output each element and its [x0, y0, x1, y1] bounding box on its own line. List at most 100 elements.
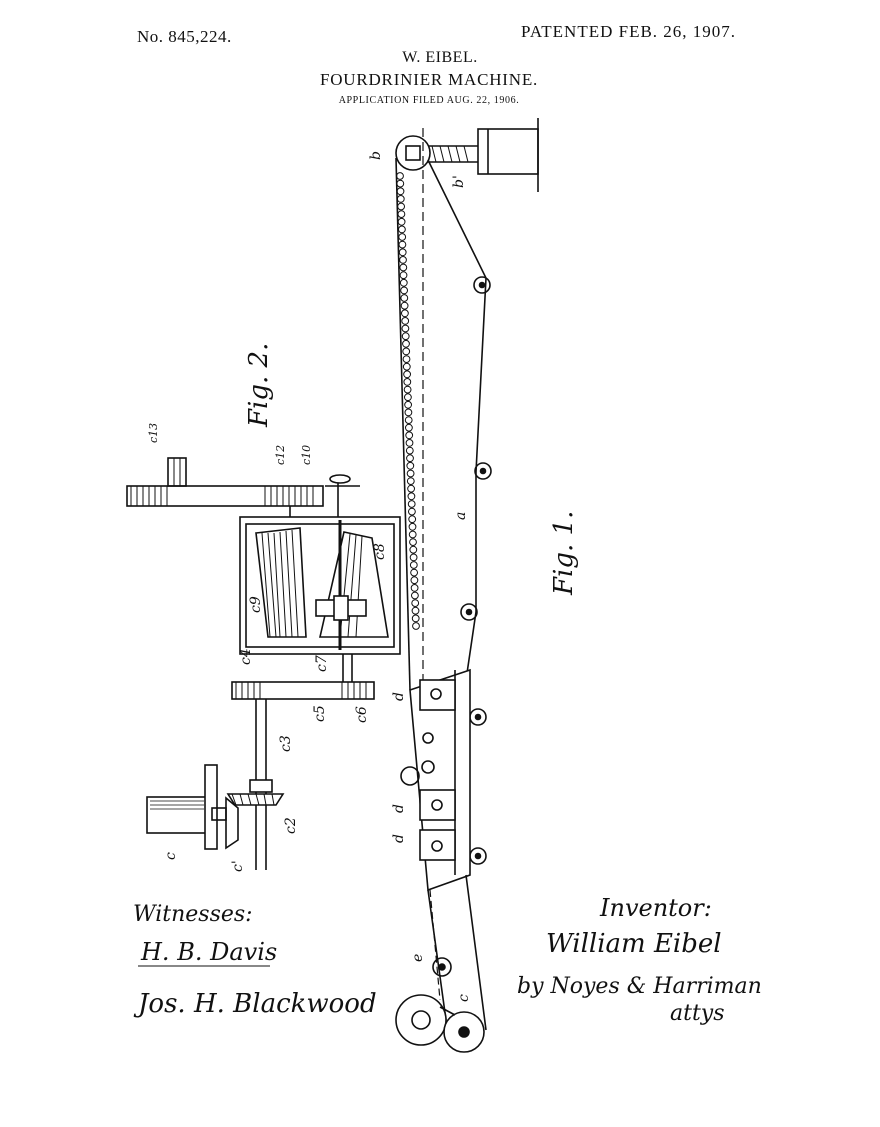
chain-link — [404, 416, 413, 425]
drive-motor — [146, 796, 208, 834]
chain-link — [408, 522, 417, 531]
attorneys-signature: by Noyes & Harriman — [517, 974, 762, 999]
chain-link — [408, 530, 417, 539]
chain-link — [409, 561, 418, 569]
figure-1-drawing — [395, 118, 539, 1053]
chain-link — [404, 400, 413, 409]
chain-link — [400, 294, 409, 302]
label-e: e — [410, 954, 426, 962]
label-b1: b' — [451, 175, 467, 188]
chain-link — [401, 317, 410, 325]
chain-link — [410, 584, 419, 592]
chain-link — [407, 484, 416, 493]
chain-link — [397, 217, 406, 226]
label-c: c — [163, 852, 179, 860]
inventor-signature: William Eibel — [546, 929, 722, 959]
chain-link — [407, 500, 416, 508]
chain-link — [399, 256, 407, 264]
chain-link — [405, 439, 414, 447]
label-c13: c13 — [147, 423, 160, 443]
inventor-name: W. EIBEL. — [402, 49, 478, 66]
chain-link — [405, 431, 414, 440]
label-c1: c' — [230, 860, 246, 872]
label-b: b — [368, 151, 384, 160]
witness-1-signature: H. B. Davis — [140, 938, 277, 966]
chain-link — [400, 301, 409, 310]
chain-link — [406, 454, 414, 463]
couch-roll-lower — [395, 994, 447, 1046]
chain-link — [398, 240, 407, 249]
chain-link — [403, 370, 412, 379]
label-c4: c4 — [238, 648, 254, 665]
chain-link — [396, 195, 405, 203]
chain-link — [399, 278, 408, 287]
chain-link — [406, 461, 415, 470]
label-c10: c10 — [300, 445, 313, 465]
belt-pulley-upper — [126, 485, 324, 507]
chain-link — [404, 408, 413, 417]
chain-link — [411, 599, 420, 607]
chain-link — [396, 172, 404, 180]
chain-link — [398, 225, 406, 234]
chain-link — [401, 332, 410, 341]
invention-title: FOURDRINIER MACHINE. — [319, 70, 539, 89]
chain-link — [396, 187, 405, 196]
label-d-lower: d — [391, 834, 407, 843]
chain-link — [402, 347, 411, 356]
label-c8: c8 — [372, 543, 388, 560]
label-c7: c7 — [314, 655, 330, 672]
chain-link — [406, 469, 415, 478]
chain-link — [403, 385, 412, 394]
label-d-mid: d — [391, 804, 407, 813]
chain-link — [402, 362, 411, 371]
label-c9: c9 — [248, 596, 264, 613]
label-c2: c2 — [283, 817, 299, 834]
patent-number: No. 845,224. — [137, 27, 232, 46]
witness-2-signature: Jos. H. Blackwood — [133, 989, 377, 1019]
chain-link — [399, 271, 408, 280]
chain-link — [409, 553, 418, 562]
adjusting-motor-housing — [477, 128, 539, 175]
inventor-label: Inventor: — [599, 894, 712, 922]
chain-link — [401, 324, 410, 333]
chain-link — [396, 179, 405, 188]
application-info: APPLICATION FILED AUG. 22, 1906. — [338, 95, 520, 106]
chain-link — [398, 248, 407, 257]
label-a: a — [453, 512, 469, 520]
chain-link — [412, 622, 420, 630]
chain-link — [402, 339, 410, 348]
chain-link — [397, 210, 406, 219]
witnesses-label: Witnesses: — [133, 902, 253, 927]
chain-link — [407, 492, 416, 501]
chain-link — [410, 568, 419, 577]
figure-2-drawing — [126, 457, 401, 870]
fig-2-label: Fig. 2. — [244, 343, 274, 428]
label-c6: c6 — [354, 706, 370, 723]
chain-link — [400, 286, 409, 295]
chain-link — [401, 309, 409, 318]
fig-1-label: Fig. 1. — [549, 511, 579, 596]
chain-link — [411, 614, 420, 623]
label-c: c — [456, 994, 472, 1002]
chain-link — [411, 591, 419, 600]
chain-link — [402, 355, 411, 364]
chain-link — [405, 423, 413, 432]
chain-link — [408, 515, 417, 524]
chain-link — [410, 576, 419, 585]
label-c5: c5 — [312, 705, 328, 722]
chain-link — [408, 507, 416, 516]
chain-link — [397, 202, 406, 211]
patent-date: PATENTED FEB. 26, 1907. — [521, 22, 737, 41]
belt-pulley-lower — [231, 681, 375, 700]
label-c3: c3 — [278, 735, 294, 752]
chain-link — [405, 446, 414, 455]
label-d-top: d — [391, 692, 407, 701]
chain-link — [406, 477, 415, 486]
top-roll — [395, 135, 431, 171]
chain-link — [404, 393, 412, 402]
attys-signature: attys — [670, 1001, 725, 1026]
chain-link — [409, 538, 417, 546]
chain-link — [409, 545, 418, 554]
chain-link — [411, 606, 420, 615]
